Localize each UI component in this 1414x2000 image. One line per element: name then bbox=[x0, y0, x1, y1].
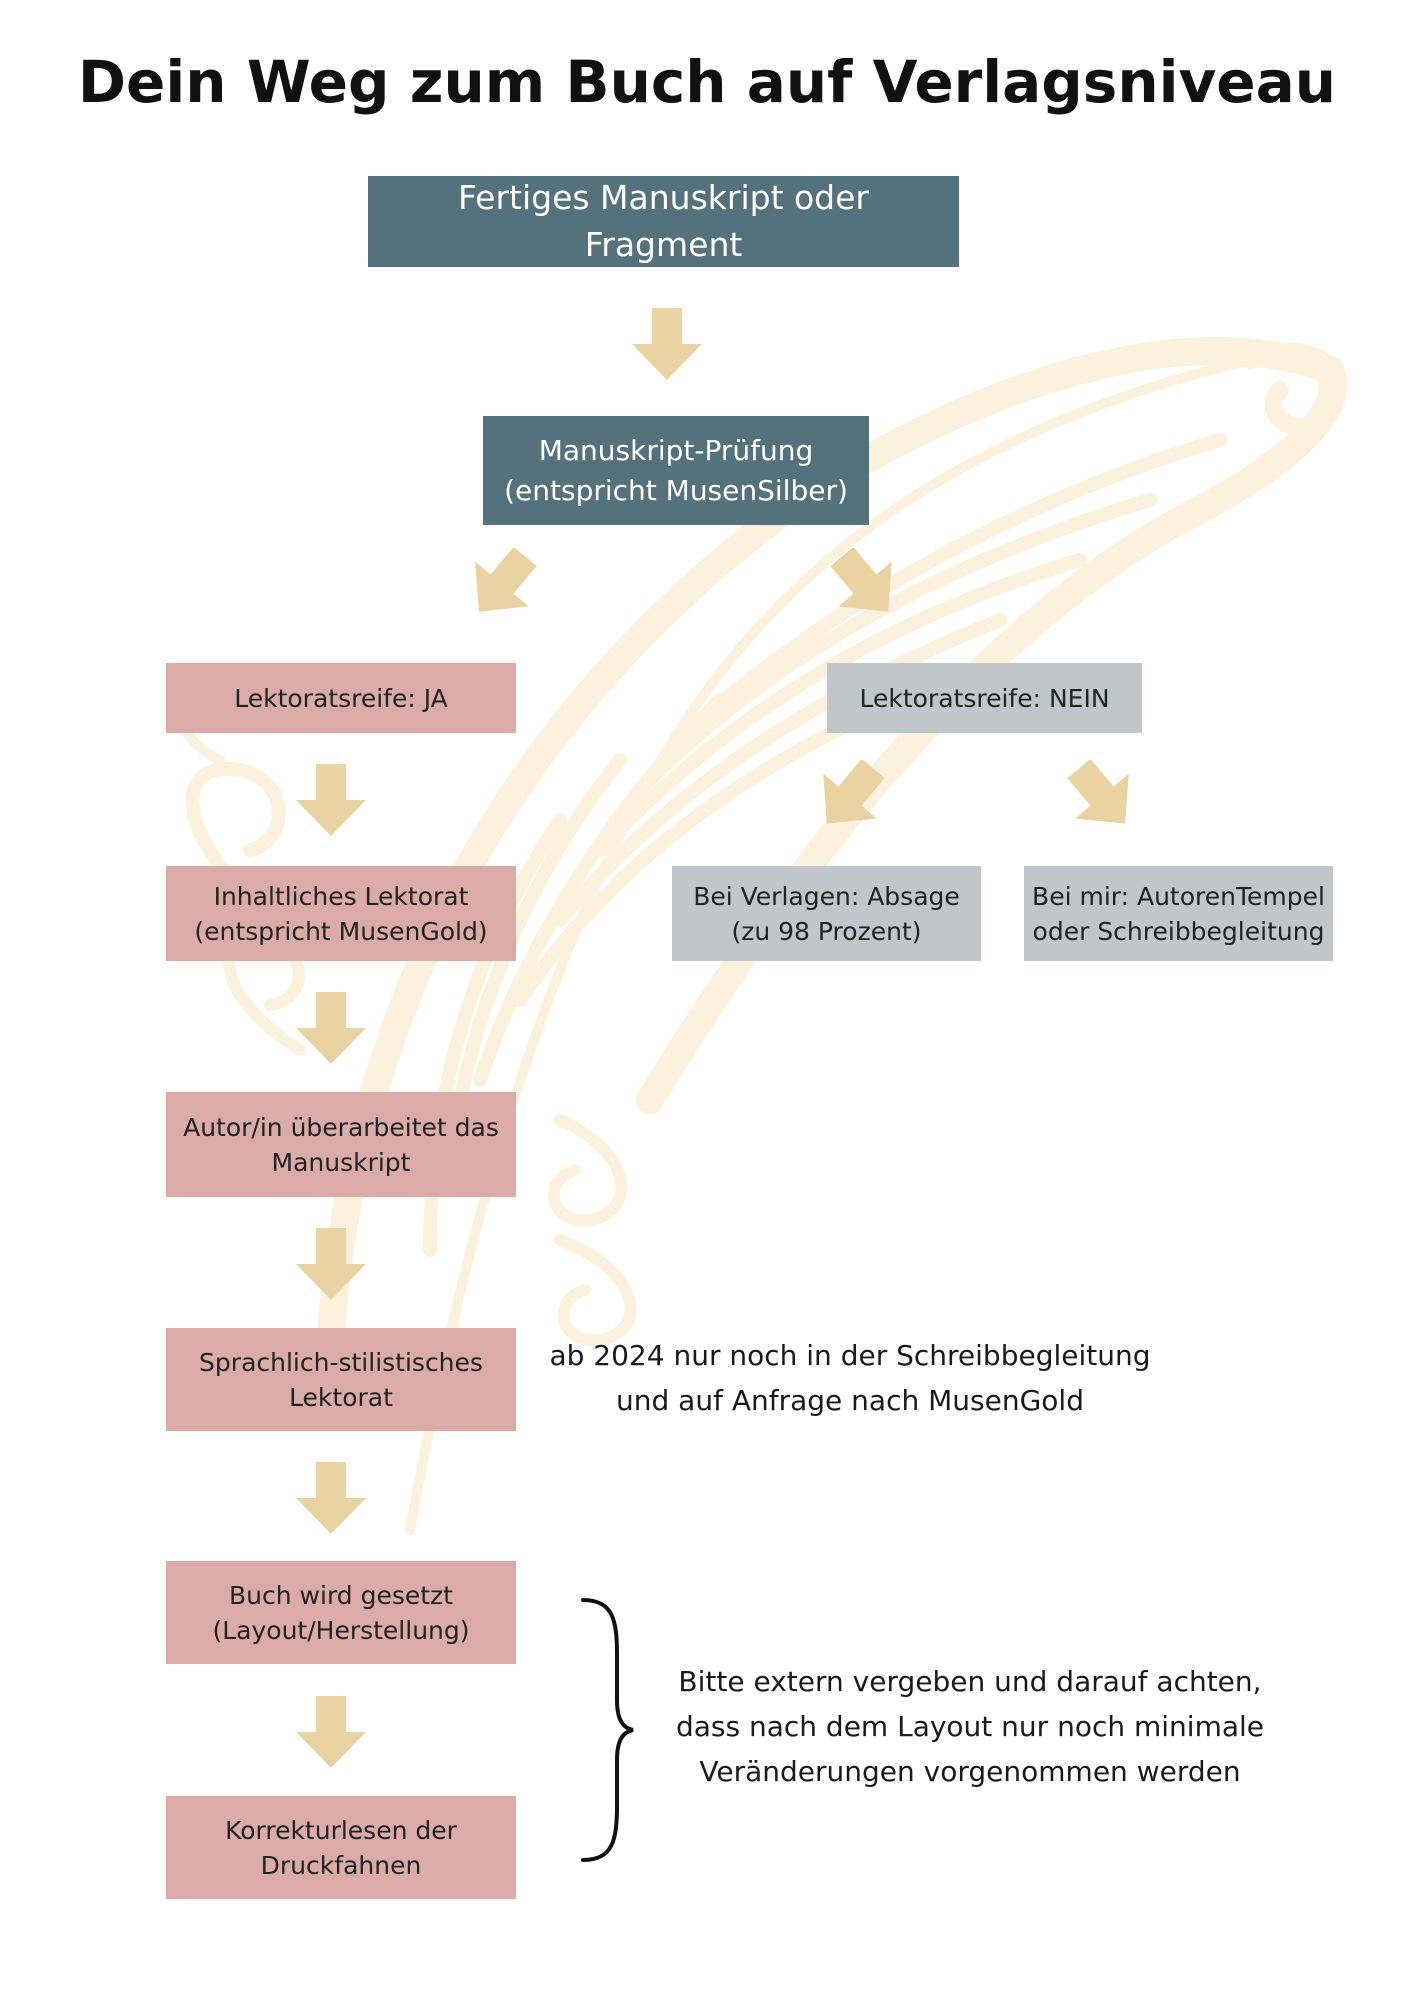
arrow-down-icon bbox=[296, 764, 366, 836]
node-ready-yes: Lektoratsreife: JA bbox=[166, 663, 516, 733]
node-proofread-line-2: Druckfahnen bbox=[260, 1850, 422, 1880]
external-note-line-3: Veränderungen vorgenommen werden bbox=[699, 1754, 1241, 1788]
arrow-down-icon bbox=[296, 1228, 366, 1300]
node-publisher-reject-line-1: Bei Verlagen: Absage bbox=[693, 881, 960, 911]
node-style-edit-line-1: Sprachlich-stilistisches bbox=[199, 1347, 483, 1377]
node-my-offer: Bei mir: AutorenTempel oder Schreibbegle… bbox=[1024, 866, 1333, 961]
node-content-edit: Inhaltliches Lektorat (entspricht MusenG… bbox=[166, 866, 516, 961]
node-my-offer-line-2: oder Schreibbegleitung bbox=[1032, 916, 1325, 946]
node-typeset-line-1: Buch wird gesetzt bbox=[229, 1580, 453, 1610]
style-edit-note-line-2: und auf Anfrage nach MusenGold bbox=[616, 1383, 1084, 1417]
node-ready-yes-line-1: Lektoratsreife: JA bbox=[234, 683, 448, 713]
external-note-line-2: dass nach dem Layout nur noch minimale bbox=[675, 1709, 1265, 1743]
external-note: Bitte extern vergeben und darauf achten,… bbox=[640, 1660, 1300, 1794]
node-start: Fertiges Manuskript oder Fragment bbox=[368, 176, 959, 267]
arrow-down-right-icon bbox=[830, 548, 892, 612]
node-start-line-1: Fertiges Manuskript oder Fragment bbox=[457, 178, 870, 264]
arrow-down-icon bbox=[296, 1696, 366, 1768]
style-edit-note: ab 2024 nur noch in der Schreibbegleitun… bbox=[520, 1334, 1180, 1424]
node-content-edit-line-1: Inhaltliches Lektorat bbox=[213, 881, 469, 911]
node-style-edit: Sprachlich-stilistisches Lektorat bbox=[166, 1328, 516, 1431]
arrow-down-left-icon bbox=[475, 548, 537, 612]
node-my-offer-line-1: Bei mir: AutorenTempel bbox=[1032, 881, 1325, 911]
node-publisher-reject-line-2: (zu 98 Prozent) bbox=[731, 916, 922, 946]
node-manuscript-check: Manuskript-Prüfung (entspricht MusenSilb… bbox=[483, 416, 869, 525]
node-ready-no: Lektoratsreife: NEIN bbox=[827, 663, 1142, 733]
node-style-edit-line-2: Lektorat bbox=[289, 1382, 393, 1412]
curly-brace-icon bbox=[581, 1598, 634, 1862]
arrow-down-icon bbox=[296, 1462, 366, 1534]
external-note-line-1: Bitte extern vergeben und darauf achten, bbox=[678, 1665, 1262, 1698]
node-content-edit-line-2: (entspricht MusenGold) bbox=[194, 916, 488, 946]
node-author-revise: Autor/in überarbeitet das Manuskript bbox=[166, 1092, 516, 1197]
arrow-down-left-icon bbox=[823, 760, 885, 824]
node-publisher-reject: Bei Verlagen: Absage (zu 98 Prozent) bbox=[672, 866, 981, 961]
node-typeset-line-2: (Layout/Herstellung) bbox=[212, 1615, 470, 1645]
arrow-down-icon bbox=[632, 308, 702, 380]
node-check-line-2: (entspricht MusenSilber) bbox=[504, 473, 848, 507]
page-title: Dein Weg zum Buch auf Verlagsniveau bbox=[77, 48, 1337, 116]
node-ready-no-line-1: Lektoratsreife: NEIN bbox=[859, 683, 1110, 713]
node-typeset: Buch wird gesetzt (Layout/Herstellung) bbox=[166, 1561, 516, 1664]
arrow-down-right-icon bbox=[1067, 760, 1129, 824]
style-edit-note-line-1: ab 2024 nur noch in der Schreibbegleitun… bbox=[549, 1339, 1151, 1372]
node-proofread-line-1: Korrekturlesen der bbox=[225, 1815, 457, 1845]
node-author-revise-line-1: Autor/in überarbeitet das bbox=[183, 1112, 499, 1142]
node-proofread: Korrekturlesen der Druckfahnen bbox=[166, 1796, 516, 1899]
node-author-revise-line-2: Manuskript bbox=[271, 1147, 411, 1177]
node-check-line-1: Manuskript-Prüfung bbox=[538, 434, 814, 468]
arrow-down-icon bbox=[296, 992, 366, 1064]
